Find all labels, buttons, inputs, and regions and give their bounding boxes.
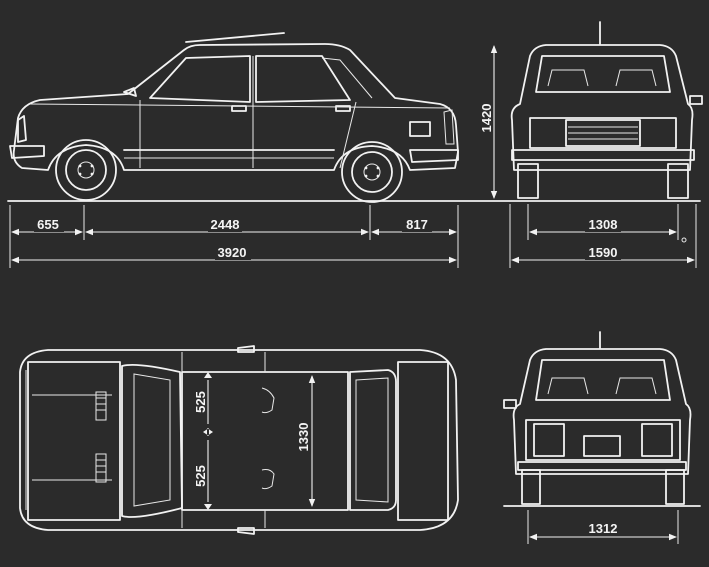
headlight-side [17, 115, 27, 143]
rear-wheel [341, 141, 403, 203]
front-view-mirror [503, 399, 517, 409]
rear-view-mirror [689, 95, 703, 105]
hood-lines [32, 394, 112, 481]
rear-corner-light [443, 109, 455, 145]
rear-window [255, 55, 351, 103]
belt-line [29, 103, 451, 109]
front-body-outline [512, 348, 692, 475]
top-mirror-left [237, 345, 255, 353]
front-bumper [9, 145, 45, 159]
side-body-outline [12, 43, 459, 171]
windscreen-top [121, 363, 183, 518]
side-view [7, 32, 701, 203]
overall-width-label: 1590 [589, 245, 618, 260]
overall-length-label: 3920 [218, 245, 247, 260]
windscreen-inner [133, 373, 171, 507]
front-left-lamp [533, 423, 565, 457]
seat-outline-2 [261, 469, 275, 490]
rear-seat-headrests [547, 69, 657, 87]
front-seat-headrests [547, 377, 657, 395]
rear-view-right-tire [667, 163, 689, 199]
top-view [19, 345, 459, 535]
wheelbase-label: 2448 [211, 217, 240, 232]
dash-vents [95, 391, 107, 483]
front-track-label: 1308 [589, 217, 618, 232]
width-dimensions: 1308 1590 [509, 204, 697, 268]
rear-door-handle [335, 105, 351, 112]
front-view [503, 331, 701, 507]
roof-panel [181, 371, 349, 511]
top-body-outline [19, 349, 459, 531]
rear-track-dimension: 1312 [527, 510, 679, 544]
rear-door-edge [339, 101, 357, 169]
front-window [149, 55, 251, 103]
roof-antenna [185, 32, 285, 43]
seat-outline-1 [261, 387, 275, 414]
length-dimensions: 655 2448 817 3920 [9, 205, 459, 268]
interior-dimensions: 525 525 1330 [193, 375, 316, 507]
front-view-right-tire [665, 469, 685, 505]
rear-panel [529, 117, 677, 149]
rear-windscreen [535, 55, 671, 93]
rear-window-top [349, 369, 397, 511]
rear-view-bumper [511, 149, 695, 161]
interior-width-label: 1330 [296, 423, 311, 452]
rear-body-outline [510, 44, 694, 171]
c-pillar-line [321, 57, 373, 99]
rear-track-label: 1312 [589, 521, 618, 536]
front-right-lamp [641, 423, 673, 457]
height-dimension: 1420 [479, 45, 498, 199]
top-mirror-right [237, 527, 255, 535]
rear-grille [565, 119, 641, 147]
front-door-handle [231, 105, 247, 112]
rear-view [510, 21, 703, 199]
front-view-left-tire [521, 469, 541, 505]
plate-area [583, 435, 621, 457]
trunk-lid [397, 361, 449, 521]
front-windscreen [535, 359, 671, 401]
front-panel [525, 419, 681, 461]
front-view-bumper [517, 461, 687, 471]
side-mirror [123, 87, 137, 97]
front-wheel [55, 139, 117, 201]
front-overhang-label: 655 [37, 217, 59, 232]
seat-width-left-label: 525 [193, 391, 208, 413]
hood-panel [27, 361, 121, 521]
rear-window-inner [355, 377, 389, 503]
taillight-side [409, 121, 431, 137]
rear-view-left-tire [517, 163, 539, 199]
seat-width-right-label: 525 [193, 465, 208, 487]
rear-bumper [409, 149, 459, 163]
height-label: 1420 [479, 104, 494, 133]
rear-overhang-label: 817 [406, 217, 428, 232]
